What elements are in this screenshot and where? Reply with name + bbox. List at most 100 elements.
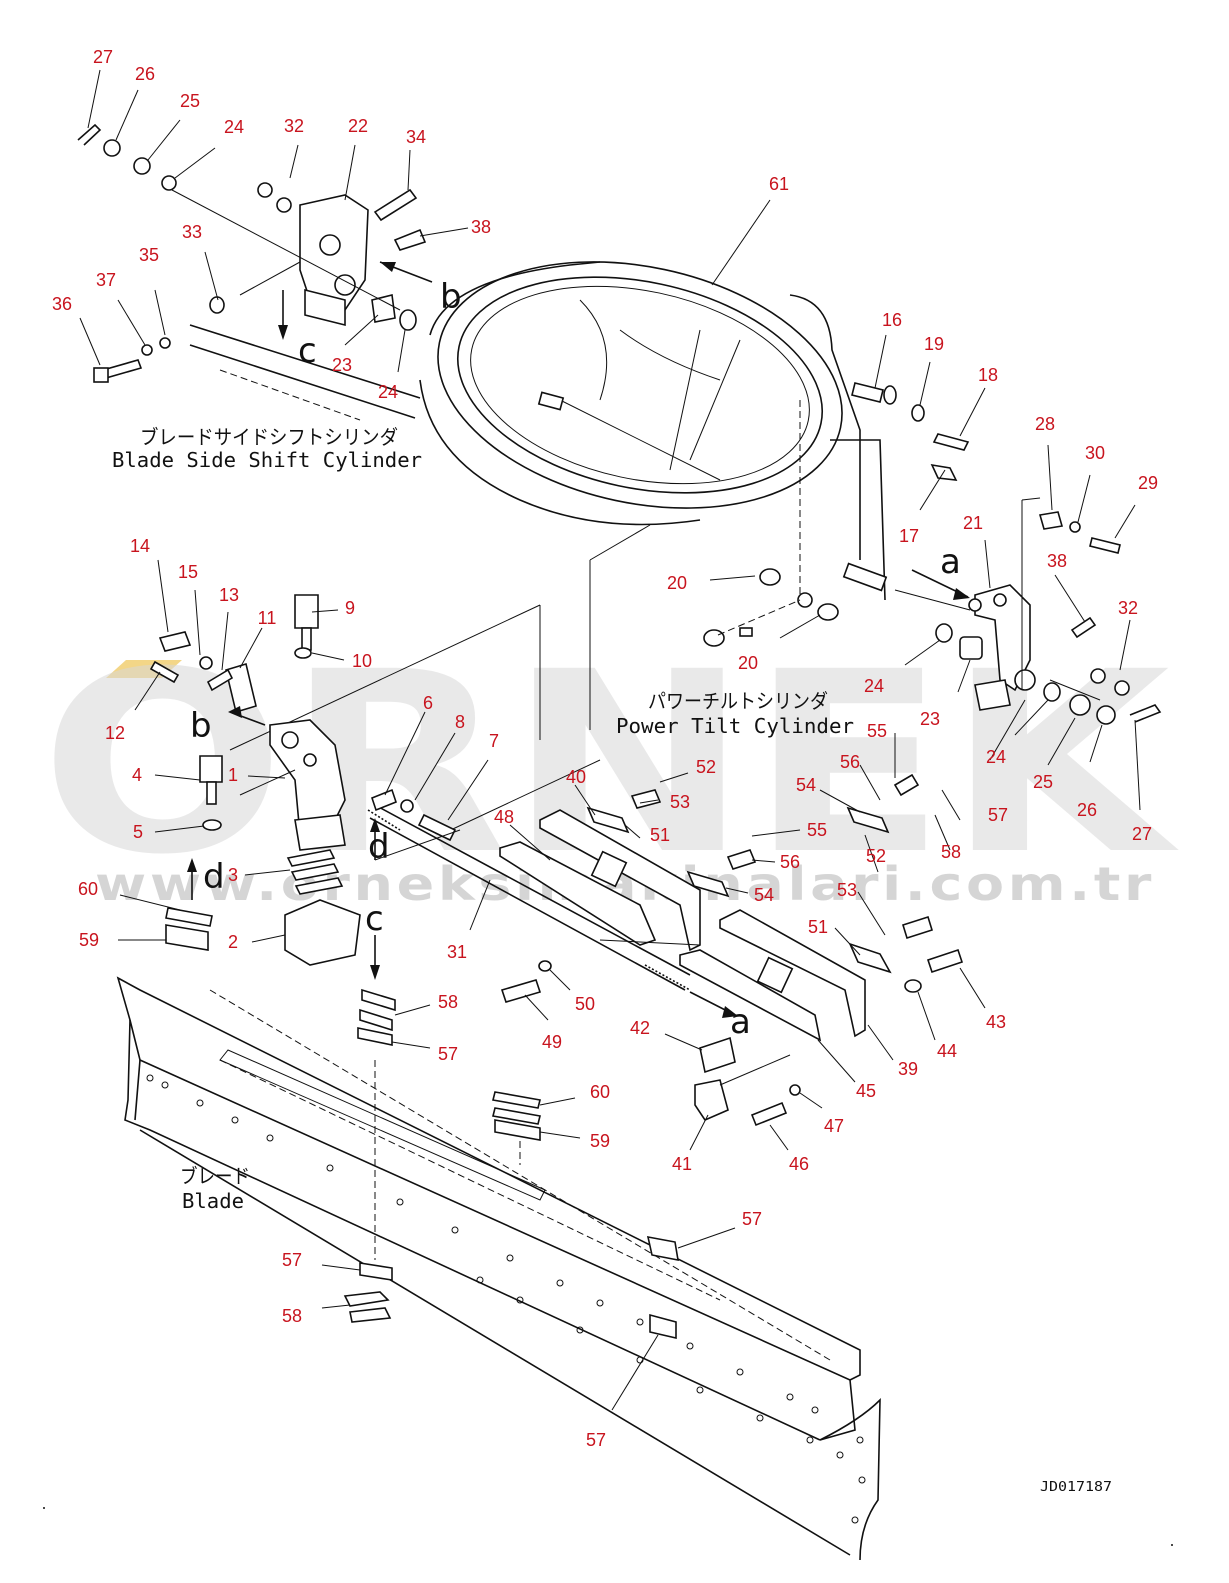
part-number: 47 xyxy=(824,1116,844,1136)
part-number: 33 xyxy=(182,222,202,242)
part-number: 34 xyxy=(406,127,426,147)
part-number: 51 xyxy=(808,917,828,937)
part-number: 23 xyxy=(920,709,940,729)
part-number: 40 xyxy=(566,767,586,787)
speck xyxy=(43,1507,45,1509)
part-number: 22 xyxy=(348,116,368,136)
frame-assembly xyxy=(499,773,964,1127)
part-number: 4 xyxy=(132,765,142,785)
part-number: 17 xyxy=(899,526,919,546)
view-letter-a-upper: a xyxy=(940,542,961,582)
caption-blade-en: Blade xyxy=(182,1189,244,1213)
part-number: 13 xyxy=(219,585,239,605)
watermark: ORNEK www.orneksimakinalari.com.tr xyxy=(40,618,1180,911)
part-number: 1 xyxy=(228,765,238,785)
part-number: 32 xyxy=(284,116,304,136)
part-number: 52 xyxy=(696,757,716,777)
part-number: 51 xyxy=(650,825,670,845)
part-number: 37 xyxy=(96,270,116,290)
part-number: 59 xyxy=(590,1131,610,1151)
part-number: 54 xyxy=(796,775,816,795)
part-number: 38 xyxy=(1047,551,1067,571)
part-number: 41 xyxy=(672,1154,692,1174)
part-number: 21 xyxy=(963,513,983,533)
power-tilt-cylinder xyxy=(229,524,839,1018)
part-number: 24 xyxy=(986,747,1006,767)
part-number: 52 xyxy=(866,846,886,866)
part-number: 48 xyxy=(494,807,514,827)
circle-assembly xyxy=(419,261,971,611)
part-number: 24 xyxy=(378,382,398,402)
part-number: 43 xyxy=(986,1012,1006,1032)
part-number: 59 xyxy=(79,930,99,950)
part-number: 20 xyxy=(667,573,687,593)
part-number: 58 xyxy=(438,992,458,1012)
part-number: 54 xyxy=(754,885,774,905)
speck xyxy=(1171,1544,1173,1546)
view-letters: a a b b c c d d xyxy=(190,277,961,1042)
view-letter-d-upper: d xyxy=(368,827,390,867)
part-number: 24 xyxy=(864,676,884,696)
caption-side-shift-jp: ブレードサイドシフトシリンダ xyxy=(140,425,398,449)
part-number: 44 xyxy=(937,1041,957,1061)
view-letter-d-lower: d xyxy=(203,857,225,897)
side-shift-cylinder xyxy=(77,123,433,421)
part-number: 39 xyxy=(898,1059,918,1079)
part-number: 6 xyxy=(423,693,433,713)
part-number: 8 xyxy=(455,712,465,732)
part-number: 9 xyxy=(345,598,355,618)
part-number: 7 xyxy=(489,731,499,751)
drawing-id: JD017187 xyxy=(1040,1480,1112,1495)
part-number: 31 xyxy=(447,942,467,962)
part-number: 36 xyxy=(52,294,72,314)
part-number: 29 xyxy=(1138,473,1158,493)
view-letter-a-lower: a xyxy=(730,1002,751,1042)
part-number: 55 xyxy=(867,721,887,741)
left-bracket xyxy=(149,594,461,966)
part-number: 57 xyxy=(988,805,1008,825)
part-number: 27 xyxy=(93,47,113,67)
view-letter-c-upper: c xyxy=(298,331,317,371)
part-number: 45 xyxy=(856,1081,876,1101)
caption-blade-jp: ブレード xyxy=(180,1164,250,1188)
captions: ブレードサイドシフトシリンダ Blade Side Shift Cylinder… xyxy=(112,425,1112,1495)
part-number: 57 xyxy=(742,1209,762,1229)
part-number: 57 xyxy=(586,1430,606,1450)
part-number: 10 xyxy=(352,651,372,671)
part-number: 26 xyxy=(135,64,155,84)
part-number: 19 xyxy=(924,334,944,354)
blade xyxy=(116,935,881,1561)
part-number: 32 xyxy=(1118,598,1138,618)
view-letter-b-lower: b xyxy=(190,706,212,746)
part-number: 46 xyxy=(789,1154,809,1174)
part-number: 57 xyxy=(438,1044,458,1064)
part-number: 25 xyxy=(180,91,200,111)
part-number: 18 xyxy=(978,365,998,385)
part-number: 28 xyxy=(1035,414,1055,434)
part-number: 56 xyxy=(840,752,860,772)
part-number: 12 xyxy=(105,723,125,743)
part-number: 35 xyxy=(139,245,159,265)
part-number: 58 xyxy=(941,842,961,862)
view-letter-b-upper: b xyxy=(440,277,462,317)
part-number: 55 xyxy=(807,820,827,840)
part-number: 16 xyxy=(882,310,902,330)
part-number: 61 xyxy=(769,174,789,194)
part-number: 2 xyxy=(228,932,238,952)
part-number: 20 xyxy=(738,653,758,673)
part-number: 49 xyxy=(542,1032,562,1052)
part-number: 11 xyxy=(258,608,277,628)
part-number: 56 xyxy=(780,852,800,872)
part-number: 27 xyxy=(1132,824,1152,844)
part-number: 15 xyxy=(178,562,198,582)
caption-side-shift-en: Blade Side Shift Cylinder xyxy=(112,448,422,472)
caption-power-tilt-jp: パワーチルトシリンダ xyxy=(648,689,828,713)
part-number: 53 xyxy=(837,880,857,900)
part-number: 14 xyxy=(130,536,150,556)
caption-power-tilt-en: Power Tilt Cylinder xyxy=(616,714,854,738)
leader-lines xyxy=(79,69,1141,1411)
part-number: 38 xyxy=(471,217,491,237)
part-number: 57 xyxy=(282,1250,302,1270)
part-number: 23 xyxy=(332,355,352,375)
